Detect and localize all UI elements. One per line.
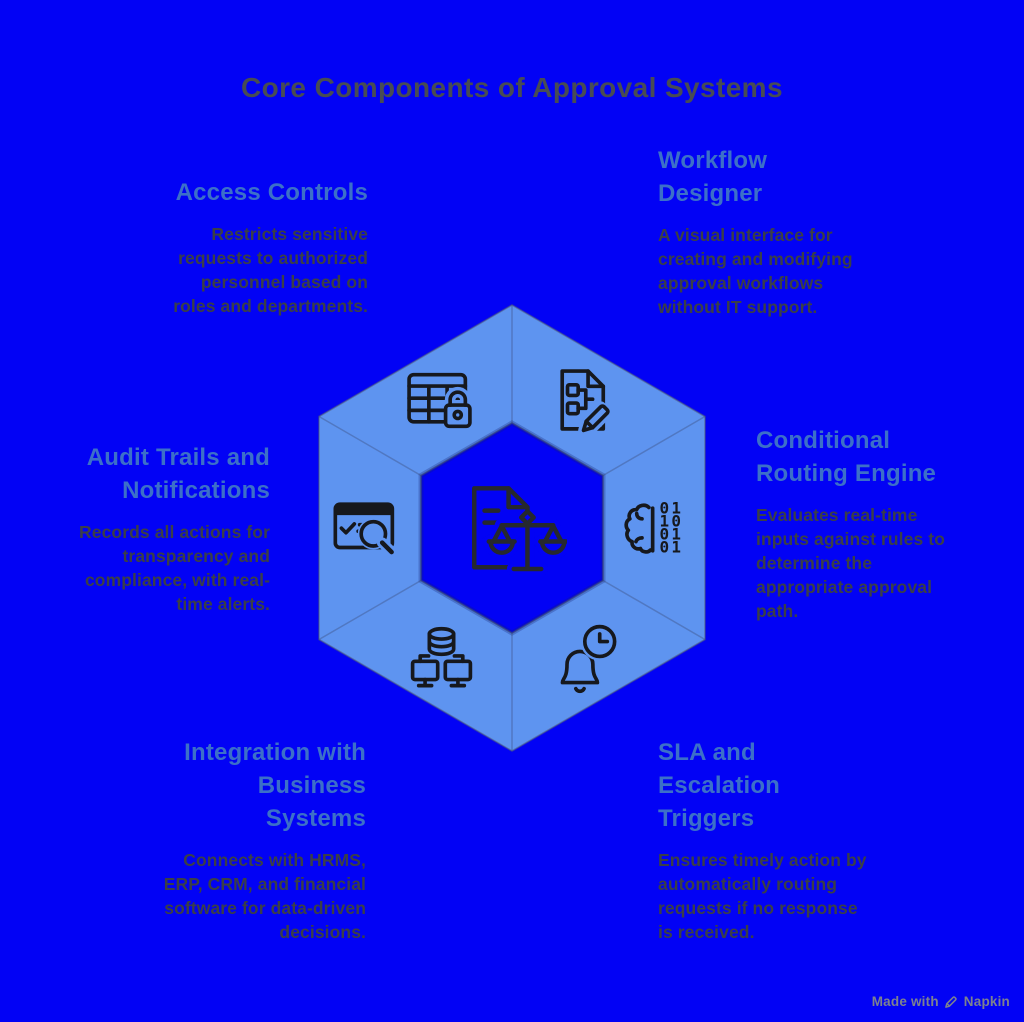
text-line: transparency and xyxy=(122,546,270,566)
text-line: Access Controls xyxy=(175,179,368,206)
text-line: Systems xyxy=(265,805,366,832)
text-line: Notifications xyxy=(122,477,270,504)
text-line: Connects with HRMS, xyxy=(183,850,366,870)
section-body: Connects with HRMS, ERP, CRM, and financi… xyxy=(164,848,366,944)
text-line: Triggers xyxy=(658,805,755,832)
scales xyxy=(486,509,567,572)
bell-clock-icon xyxy=(560,622,619,694)
text-line: determine the xyxy=(756,553,873,573)
document-flowchart-pencil-icon xyxy=(560,369,613,436)
napkin-watermark: Made with Napkin xyxy=(872,994,1010,1009)
table-lock-icon xyxy=(407,372,472,429)
text-line: Workflow xyxy=(658,147,768,174)
text-line: Records all actions for xyxy=(79,522,270,542)
segment-dividers xyxy=(318,305,706,751)
text-line: Audit Trails and xyxy=(86,444,270,471)
text-line: Designer xyxy=(658,180,763,207)
text-line: A visual interface for xyxy=(658,225,833,245)
text-line: requests to authorized xyxy=(178,248,368,268)
text-line: inputs against rules to xyxy=(756,529,945,549)
window-checklist-magnifier-icon xyxy=(333,502,397,558)
text-line: path. xyxy=(756,601,799,621)
binary-digits: 01 10 01 01 xyxy=(660,499,684,557)
text-line: Conditional xyxy=(756,427,891,454)
text-line: Business xyxy=(257,772,366,799)
text-line: personnel based on xyxy=(200,272,368,292)
section-body: Records all actions for transparency and c… xyxy=(79,520,270,616)
watermark-text: Made with xyxy=(871,994,939,1009)
text-line: Ensures timely action by xyxy=(658,850,867,870)
text-line: creating and modifying xyxy=(658,249,853,269)
text-line: is received. xyxy=(658,922,755,942)
text-line: roles and departments. xyxy=(173,296,368,316)
text-line: Restricts sensitive xyxy=(211,224,368,244)
section-access-controls: Access Controls Restricts sensitive reque… xyxy=(173,176,368,318)
section-heading: Access Controls xyxy=(173,176,368,209)
section-body: A visual interface for creating and modif… xyxy=(658,223,853,319)
page-title: Core Components of Approval Systems xyxy=(241,72,783,103)
text-line: Routing Engine xyxy=(756,460,937,487)
napkin-pencil-icon xyxy=(944,996,957,1008)
brain-binary-icon: 01 10 01 01 xyxy=(624,499,684,557)
section-body: Restricts sensitive requests to authorize… xyxy=(173,222,368,318)
text-line: without IT support. xyxy=(658,297,818,317)
text-line: Integration with xyxy=(184,739,366,766)
text-line: approval workflows xyxy=(658,273,824,293)
text-line: SLA and xyxy=(658,739,756,766)
text-line: requests if no response xyxy=(658,898,858,918)
svg-text:01: 01 xyxy=(660,524,684,543)
svg-text:01: 01 xyxy=(660,499,684,518)
section-body: Ensures timely action by automatically ro… xyxy=(658,848,867,944)
text-line: Evaluates real-time xyxy=(756,505,918,525)
text-line: compliance, with real- xyxy=(84,570,270,590)
text-line: time alerts. xyxy=(176,594,270,614)
text-line: software for data-driven xyxy=(164,898,366,918)
text-line: ERP, CRM, and financial xyxy=(163,874,366,894)
document-scales-icon xyxy=(472,486,567,576)
svg-text:01: 01 xyxy=(660,537,684,556)
text-line: Escalation xyxy=(658,772,781,799)
text-line: decisions. xyxy=(279,922,366,942)
watermark-brand: Napkin xyxy=(963,994,1010,1009)
svg-text:10: 10 xyxy=(660,511,684,530)
text-line: automatically routing xyxy=(658,874,838,894)
database-monitors-icon xyxy=(410,626,473,688)
text-line: appropriate approval xyxy=(756,577,933,597)
section-body: Evaluates real-time inputs against rules … xyxy=(756,503,945,623)
